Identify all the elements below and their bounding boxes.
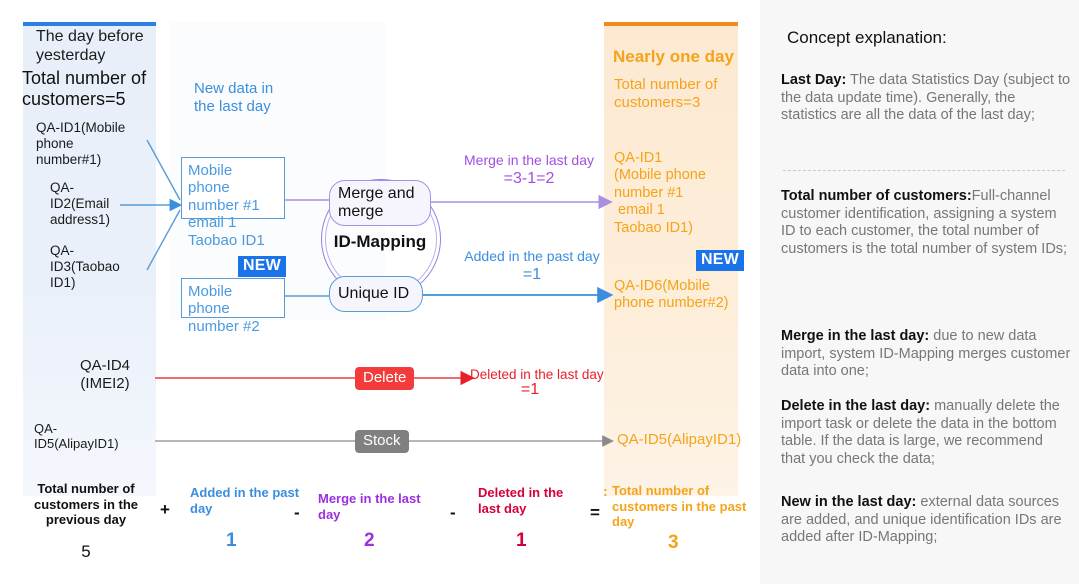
concept-text-3: manually delete the import task or delet… xyxy=(781,398,1060,468)
last-day-total: Total number of customers=3 xyxy=(614,76,718,111)
concept-item-new: New in the last day: external data sourc… xyxy=(781,494,1071,547)
output-id-6: QA-ID6(Mobile phone number#2) xyxy=(614,278,729,312)
concept-term-4: New in the last day: xyxy=(781,494,917,510)
formula-cell-last-total: Total number of customers in the past da… xyxy=(600,483,770,554)
concept-term-1: Total number of customers: xyxy=(781,188,972,204)
added-arrow-title: Added in the past day xyxy=(464,248,600,264)
concept-divider xyxy=(783,170,1065,171)
previous-day-total: Total number of customers=5 xyxy=(22,68,147,110)
customer-id-1: QA-ID1(Mobile phone number#1) xyxy=(36,120,126,167)
formula-value-0: 5 xyxy=(81,541,91,561)
concept-title: Concept explanation: xyxy=(787,28,947,47)
merge-and-merge-node: Merge and merge xyxy=(329,180,431,226)
formula-cell-deleted: Deleted in the last day 1 xyxy=(478,485,588,552)
concept-text-0: The data Statistics Day (subject to the … xyxy=(781,72,1071,124)
formula-cell-added: Added in the past day 1 xyxy=(190,485,300,552)
merge-arrow-value: =3-1=2 xyxy=(503,170,555,187)
formula-value-3: 1 xyxy=(516,530,527,552)
formula-title-4: Total number of customers in the past da… xyxy=(612,483,747,530)
formula-operator-minus-1: - xyxy=(294,503,300,522)
output-id-1: QA-ID1 (Mobile phone number #1 email 1 T… xyxy=(614,150,706,236)
new-data-box-unique: Mobile phone number #2 xyxy=(181,278,285,335)
formula-value-2: 2 xyxy=(364,530,375,552)
concept-term-0: Last Day: xyxy=(781,72,847,88)
previous-day-title: The day before yesterday xyxy=(36,28,144,64)
formula-operator-plus: + xyxy=(160,500,170,519)
concept-item-total-customers: Total number of customers:Full-channel c… xyxy=(781,188,1071,259)
concept-item-merge: Merge in the last day: due to new data i… xyxy=(781,328,1071,381)
new-badge-middle: NEW xyxy=(238,256,286,277)
customer-id-3: QA- ID3(Taobao ID1) xyxy=(50,243,120,290)
concept-explanation-panel xyxy=(760,0,1079,584)
concept-item-delete: Delete in the last day: manually delete … xyxy=(781,398,1071,469)
formula-colon: : xyxy=(603,483,608,499)
unique-id-node: Unique ID xyxy=(329,276,423,312)
customer-id-4: QA-ID4 (IMEI2) xyxy=(79,357,130,392)
new-badge-right: NEW xyxy=(696,250,744,271)
customer-id-5: QA- ID5(AlipayID1) xyxy=(34,421,119,452)
concept-term-3: Delete in the last day: xyxy=(781,398,931,414)
formula-cell-merge: Merge in the last day 2 xyxy=(318,491,438,552)
formula-title-3: Deleted in the last day xyxy=(478,485,564,516)
output-id-5: QA-ID5(AlipayID1) xyxy=(617,431,742,448)
deleted-arrow-title: Deleted in the last day xyxy=(470,367,604,382)
delete-tag: Delete xyxy=(355,367,415,390)
customer-id-2: QA- ID2(Email address1) xyxy=(50,180,111,227)
concept-text-1: Full-channel customer identification, as… xyxy=(781,188,1068,258)
previous-day-panel xyxy=(23,22,156,496)
formula-title-0: Total number of customers in the previou… xyxy=(33,481,139,528)
deleted-arrow-value: =1 xyxy=(520,381,540,398)
formula-operator-minus-2: - xyxy=(450,503,456,522)
concept-text-4: external data sources are added, and uni… xyxy=(781,494,1062,546)
formula-value-1: 1 xyxy=(226,530,237,552)
concept-term-2: Merge in the last day: xyxy=(781,328,930,344)
concept-item-last-day: Last Day: The data Statistics Day (subje… xyxy=(781,72,1071,125)
last-day-title: Nearly one day xyxy=(613,47,734,66)
new-data-box-merged: Mobile phone number #1 email 1 Taobao ID… xyxy=(181,157,285,249)
formula-title-2: Merge in the last day xyxy=(318,491,421,522)
formula-value-4: 3 xyxy=(668,531,679,553)
formula-cell-previous-total: Total number of customers in the previou… xyxy=(24,481,148,562)
formula-title-1: Added in the past day xyxy=(190,485,300,516)
new-data-title: New data in the last day xyxy=(194,80,274,115)
id-mapping-label: ID-Mapping xyxy=(333,232,427,251)
added-arrow-value: =1 xyxy=(522,266,542,283)
concept-text-2: due to new data import, system ID-Mappin… xyxy=(781,328,1071,380)
merge-arrow-title: Merge in the last day xyxy=(464,152,594,168)
stock-tag: Stock xyxy=(355,430,409,453)
formula-operator-equals: = xyxy=(590,503,600,522)
